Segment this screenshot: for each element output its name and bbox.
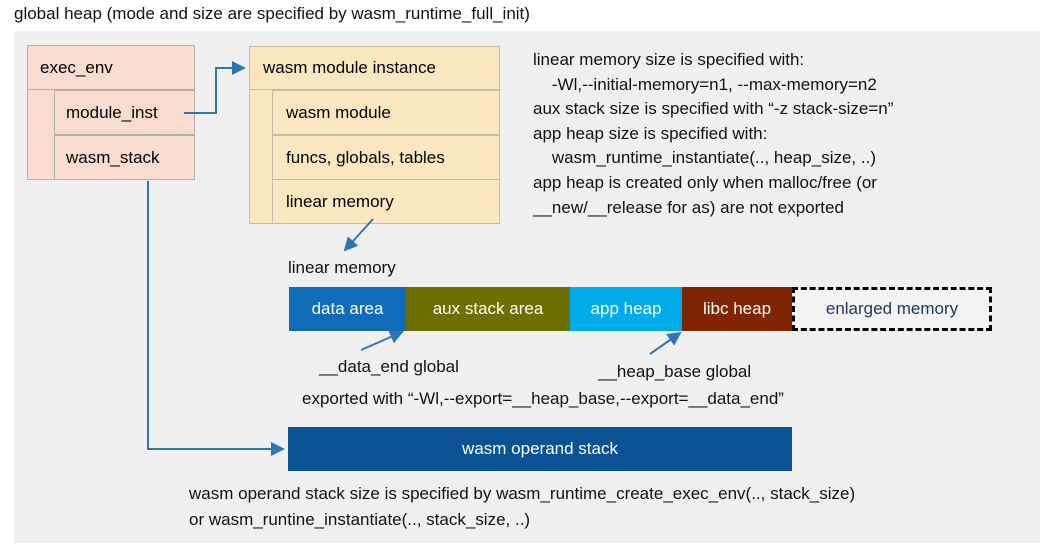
module-instance-header: wasm module instance — [249, 46, 500, 90]
memory-segment-label: app heap — [590, 299, 662, 318]
wasm-operand-stack-label: wasm operand stack — [462, 439, 618, 458]
memory-segment-label: libc heap — [702, 299, 772, 318]
memory-segment-data-area: data area — [289, 287, 406, 331]
memory-config-notes-text: linear memory size is specified with: -W… — [533, 50, 894, 217]
module-instance-header-label: wasm module instance — [263, 58, 436, 77]
exec-env-row-label: module_inst — [66, 102, 158, 122]
memory-segment-label: enlarged memory — [825, 299, 959, 318]
linear-memory-bar: data area aux stack area app heap libc h… — [289, 287, 992, 331]
exec-env-row-wasm-stack: wasm_stack — [54, 135, 195, 180]
exec-env-header-label: exec_env — [40, 57, 113, 77]
annotation-data-end: __data_end global — [319, 357, 459, 376]
module-instance-row-label: linear memory — [286, 191, 394, 211]
operand-stack-caption: wasm operand stack size is specified by … — [189, 481, 855, 533]
memory-config-notes: linear memory size is specified with: -W… — [533, 48, 1038, 220]
diagram-title: global heap (mode and size are specified… — [14, 4, 530, 23]
memory-segment-aux-stack-area: aux stack area — [406, 287, 570, 331]
operand-stack-caption-text: wasm operand stack size is specified by … — [189, 484, 856, 529]
exec-env-row-label: wasm_stack — [66, 147, 160, 167]
memory-segment-label: aux stack area — [432, 299, 544, 318]
exec-env-header: exec_env — [27, 45, 195, 90]
module-instance-row-label: funcs, globals, tables — [286, 147, 445, 167]
module-instance-row-linear-memory: linear memory — [272, 179, 500, 224]
memory-segment-enlarged-memory: enlarged memory — [792, 287, 992, 331]
memory-segment-label: data area — [311, 299, 384, 318]
memory-segment-libc-heap: libc heap — [682, 287, 792, 331]
module-instance-row-label: wasm module — [286, 102, 391, 122]
annotation-exported-with: exported with “-Wl,--export=__heap_base,… — [302, 389, 784, 408]
module-instance-row-funcs-globals-tables: funcs, globals, tables — [272, 135, 500, 180]
wasm-operand-stack-box: wasm operand stack — [288, 427, 792, 471]
annotation-heap-base: __heap_base global — [598, 362, 752, 381]
memory-segment-app-heap: app heap — [570, 287, 682, 331]
exec-env-row-module-inst: module_inst — [54, 90, 195, 135]
linear-memory-bar-label: linear memory — [288, 258, 396, 277]
module-instance-row-wasm-module: wasm module — [272, 90, 500, 135]
